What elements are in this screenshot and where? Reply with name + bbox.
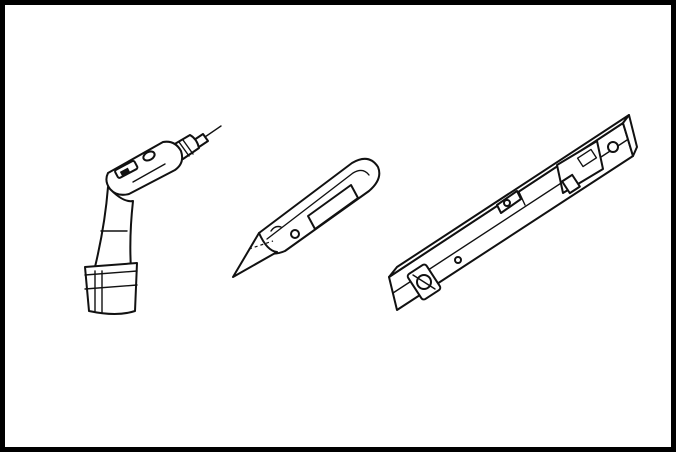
utility-knife-icon — [232, 157, 381, 278]
spirit-level-icon — [388, 114, 638, 311]
cordless-screwdriver-icon — [84, 125, 222, 315]
tools-illustration — [84, 114, 638, 315]
